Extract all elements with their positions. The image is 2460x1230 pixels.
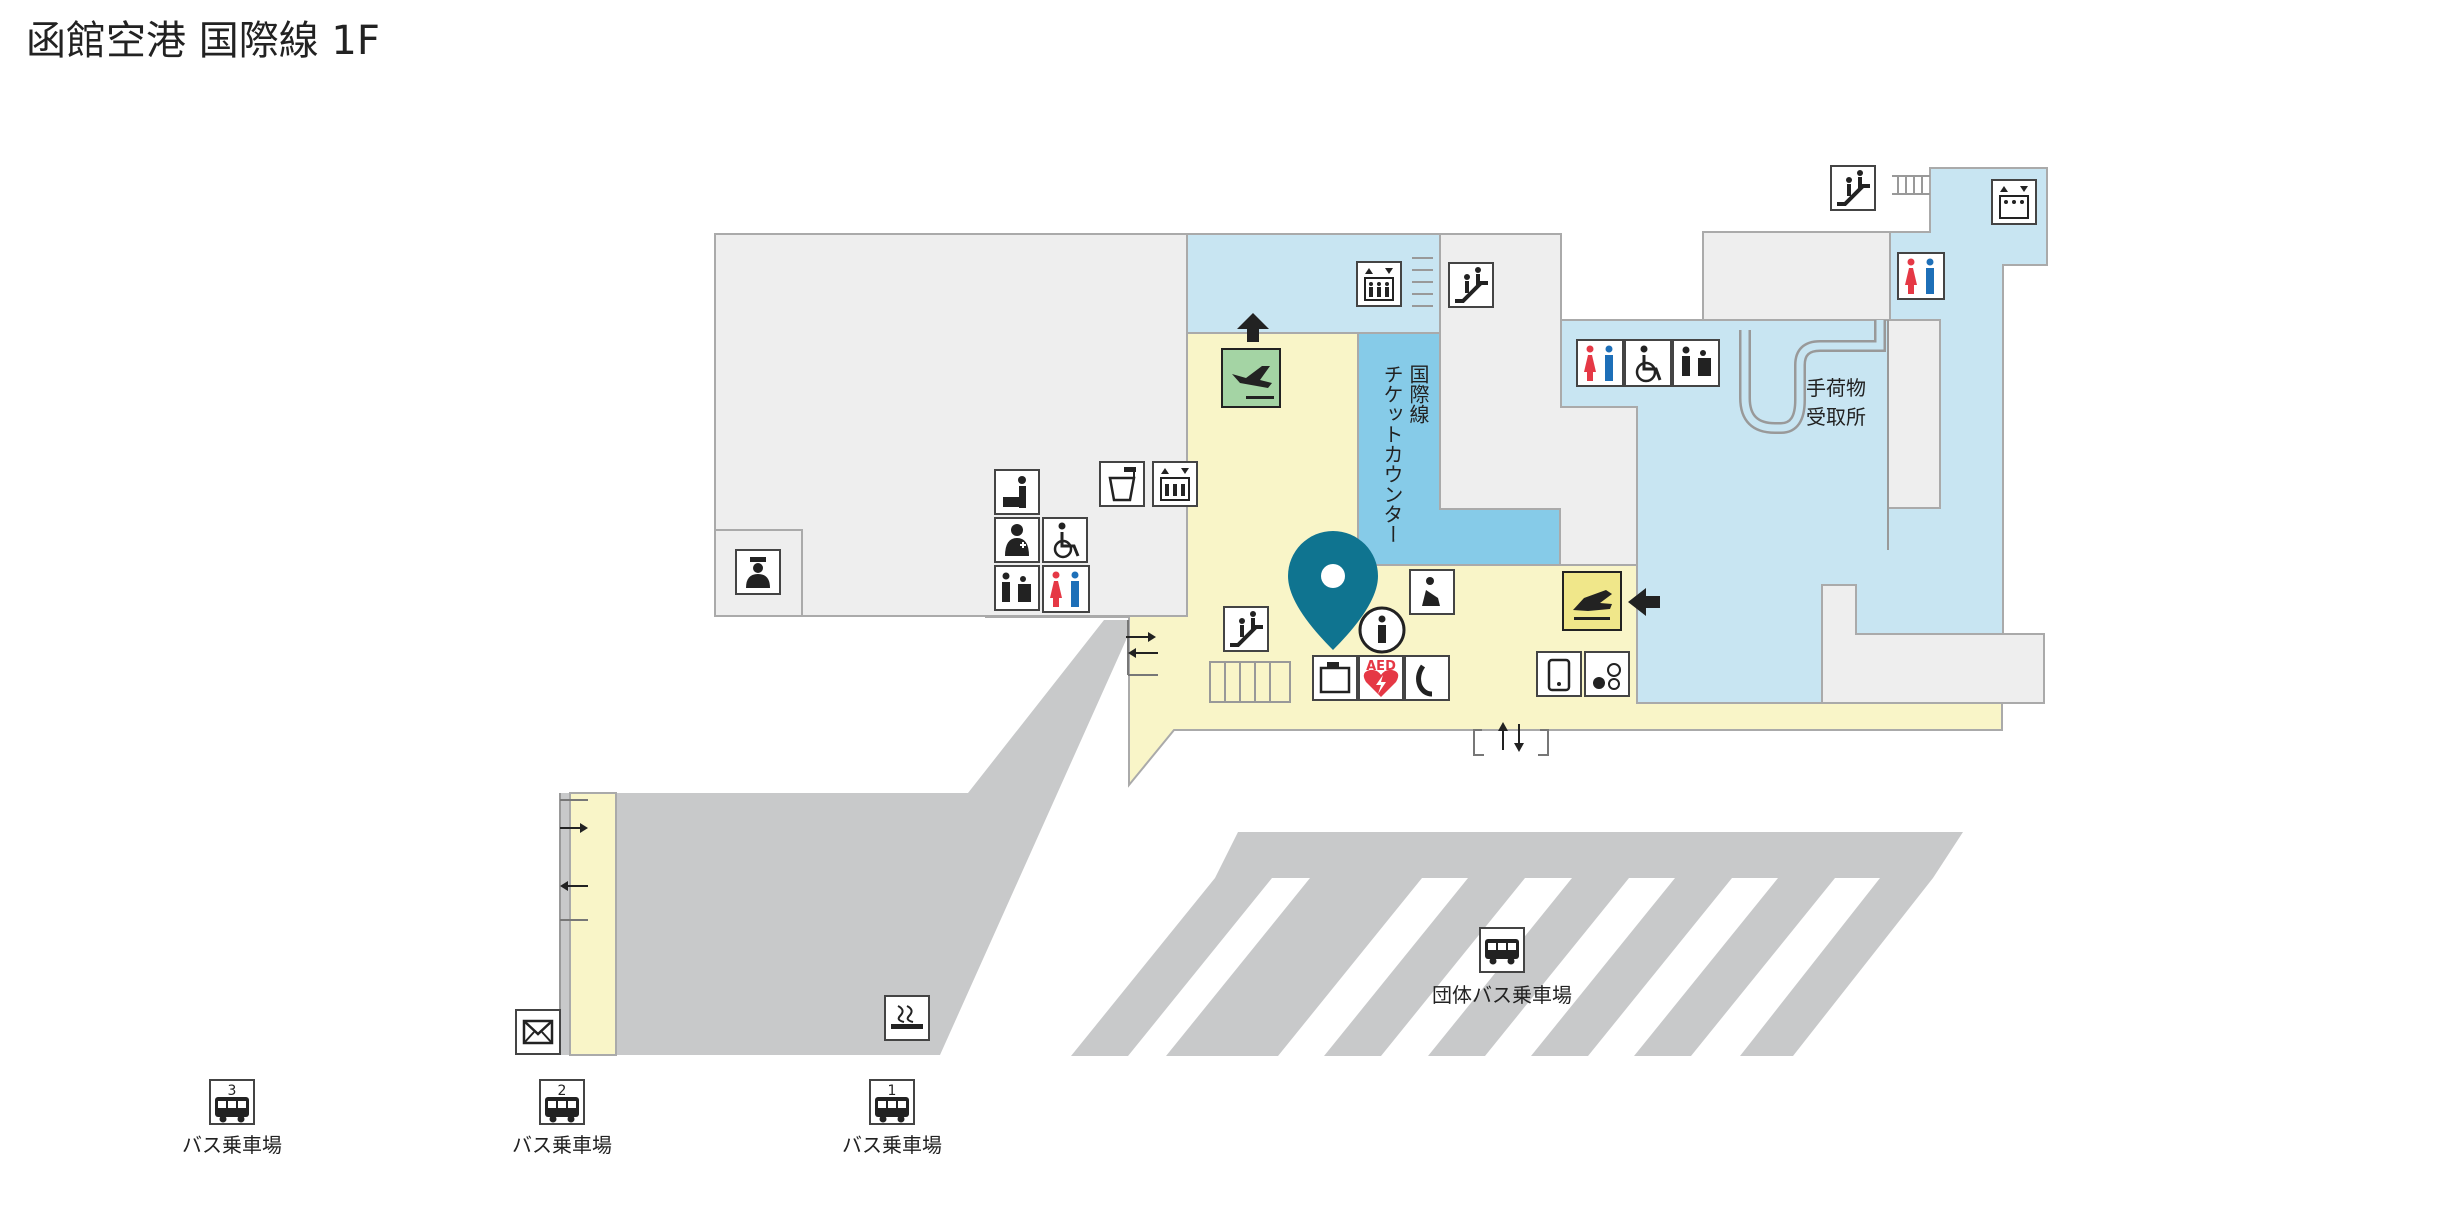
group-bus-stop-icon (1479, 927, 1525, 973)
information-icon[interactable] (1358, 606, 1406, 654)
baggage-claim-label-line2: 受取所 (1806, 405, 1866, 429)
page-title: 函館空港 国際線 1F (26, 18, 380, 64)
mailbox-icon (515, 1009, 561, 1055)
currency-exchange-icon (1584, 651, 1630, 697)
bus-stop-2: 2 バス乗車場 (512, 1079, 612, 1157)
multipurpose-restroom-icon (994, 565, 1040, 611)
restroom-icon (1576, 339, 1624, 387)
walkway-outdoor (560, 620, 1135, 1055)
office-upper-right (1702, 231, 1891, 321)
stairs-upper-right (1892, 175, 1930, 195)
bus-stop-3: 3 バス乗車場 (182, 1079, 282, 1157)
escalator-icon (1830, 165, 1876, 211)
ticket-counter-label-line2: チケットカウンター (1380, 364, 1404, 544)
door-direction-arrows-left (1126, 632, 1158, 658)
escalator-icon (1448, 262, 1494, 308)
accessible-restroom-icon (1624, 339, 1672, 387)
telephone-icon (1404, 655, 1450, 701)
group-bus-stop-label: 団体バス乗車場 (1432, 983, 1572, 1007)
bus-stop-label: バス乗車場 (182, 1133, 282, 1157)
restroom-icon (1042, 565, 1090, 613)
arrivals-icon (1562, 571, 1622, 631)
elevator-icon (1991, 179, 2037, 225)
stairs-top (1412, 257, 1433, 307)
up-arrow-icon (1237, 313, 1269, 342)
smoking-area-icon (884, 995, 930, 1041)
bus-parking-lot (1071, 832, 1963, 1056)
door-direction-arrows-west (560, 823, 588, 891)
multipurpose-restroom-icon (1672, 339, 1720, 387)
water-fountain-icon (1099, 461, 1145, 507)
left-arrow-icon (1628, 588, 1660, 616)
bus-stop-number: 3 (228, 1083, 237, 1099)
office-right (1887, 319, 1941, 509)
baby-changing-icon (994, 469, 1040, 515)
bus-stop-1: 1 バス乗車場 (842, 1079, 942, 1157)
bus-stop-number: 2 (558, 1083, 567, 1099)
first-aid-room-icon (994, 517, 1040, 563)
elevator-icon (1356, 261, 1402, 307)
bus-stop-label: バス乗車場 (512, 1133, 612, 1157)
restroom-icon (1897, 252, 1945, 300)
accessible-icon (1042, 517, 1088, 563)
aed-icon: AED (1358, 655, 1404, 701)
baggage-claim-label-line1: 手荷物 (1806, 376, 1866, 400)
restricted-area-top (1186, 233, 1441, 334)
bus-stop-number: 1 (888, 1083, 897, 1099)
bus-stop-label: バス乗車場 (842, 1133, 942, 1157)
entrance-door-left (1127, 620, 1158, 676)
current-location-pin (1288, 531, 1378, 650)
stairs-lobby (1209, 661, 1291, 703)
entrance-door-south (1473, 729, 1549, 756)
mobile-charger-icon (1536, 651, 1582, 697)
police-icon (735, 549, 781, 595)
atm-icon (1312, 655, 1358, 701)
door-direction-arrows-south (1498, 722, 1524, 752)
entrance-door-west (560, 799, 588, 921)
elevator-icon (1152, 461, 1198, 507)
ticket-counter-label-line1: 国際線 (1406, 364, 1430, 424)
sidewalk-strip (569, 792, 617, 1056)
departures-icon (1221, 348, 1281, 408)
drinking-fountain-icon (1409, 569, 1455, 615)
escalator-icon (1223, 606, 1269, 652)
office-lower-right (1821, 584, 2045, 704)
